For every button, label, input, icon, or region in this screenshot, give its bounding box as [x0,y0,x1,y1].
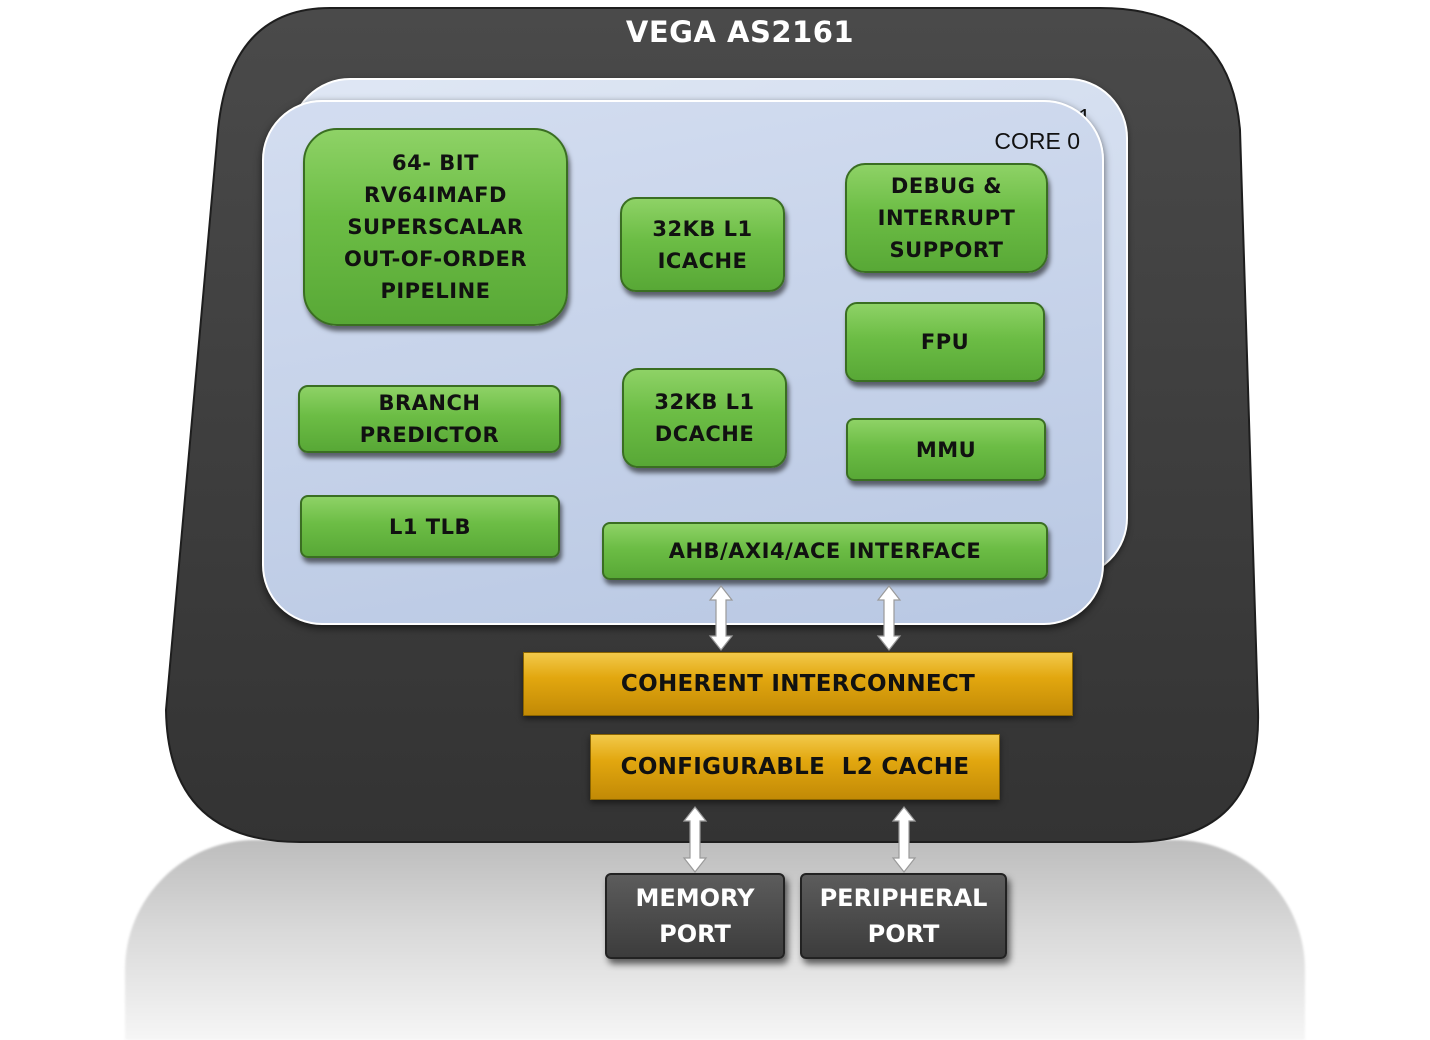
debug-line-1: DEBUG & [890,174,1003,198]
l1-tlb-block: L1 TLB [300,495,560,558]
arrow-l2-to-peripheral-port [891,806,917,873]
mmu-block: MMU [846,418,1046,481]
icache-block: 32KB L1 ICACHE [620,197,785,292]
memory-port: MEMORY PORT [605,873,785,959]
peripheral-port: PERIPHERAL PORT [800,873,1007,959]
pipeline-line-1: 64- BIT [392,151,479,175]
branch-line-2: PREDICTOR [359,423,500,447]
l2-cache-label: CONFIGURABLE L2 CACHE [620,754,970,780]
arrows-layer [682,585,917,873]
dcache-line-1: 32KB L1 [654,390,755,414]
memory-port-line-1: MEMORY [635,884,755,912]
arrow-l2-to-memory-port [682,806,708,873]
arrow-core-to-interconnect-right [876,585,902,651]
core-0-label: CORE 0 [994,128,1080,154]
peripheral-port-line-2: PORT [867,920,940,948]
fpu-label: FPU [920,330,970,354]
fpu-block: FPU [845,302,1045,382]
coherent-interconnect-label: COHERENT INTERCONNECT [620,671,976,697]
arrow-core-to-interconnect-left [708,585,734,651]
peripheral-port-line-1: PERIPHERAL [819,884,988,912]
debug-interrupt-block: DEBUG & INTERRUPT SUPPORT [845,163,1048,273]
debug-line-3: SUPPORT [889,238,1004,262]
icache-line-2: ICACHE [657,248,748,273]
pipeline-line-3: SUPERSCALAR [347,215,524,239]
branch-line-1: BRANCH [378,391,481,415]
bus-interface-block: AHB/AXI4/ACE INTERFACE [602,522,1048,580]
dcache-line-2: DCACHE [654,422,755,446]
bus-interface-label: AHB/AXI4/ACE INTERFACE [668,539,982,563]
pipeline-line-2: RV64IMAFD [364,183,507,207]
branch-predictor-block: BRANCH PREDICTOR [298,385,561,453]
debug-line-2: INTERRUPT [877,206,1016,230]
l2-cache-bar: CONFIGURABLE L2 CACHE [590,734,1000,800]
pipeline-block: 64- BIT RV64IMAFD SUPERSCALAR OUT-OF-ORD… [303,128,568,326]
tlb-label: L1 TLB [388,514,472,539]
memory-port-line-2: PORT [659,920,731,948]
mmu-label: MMU [915,437,977,462]
pipeline-line-5: PIPELINE [380,279,491,303]
chip-title: VEGA AS2161 [625,15,855,49]
pipeline-line-4: OUT-OF-ORDER [343,247,528,271]
dcache-block: 32KB L1 DCACHE [622,368,787,468]
icache-line-1: 32KB L1 [652,216,753,241]
coherent-interconnect-bar: COHERENT INTERCONNECT [523,652,1073,716]
